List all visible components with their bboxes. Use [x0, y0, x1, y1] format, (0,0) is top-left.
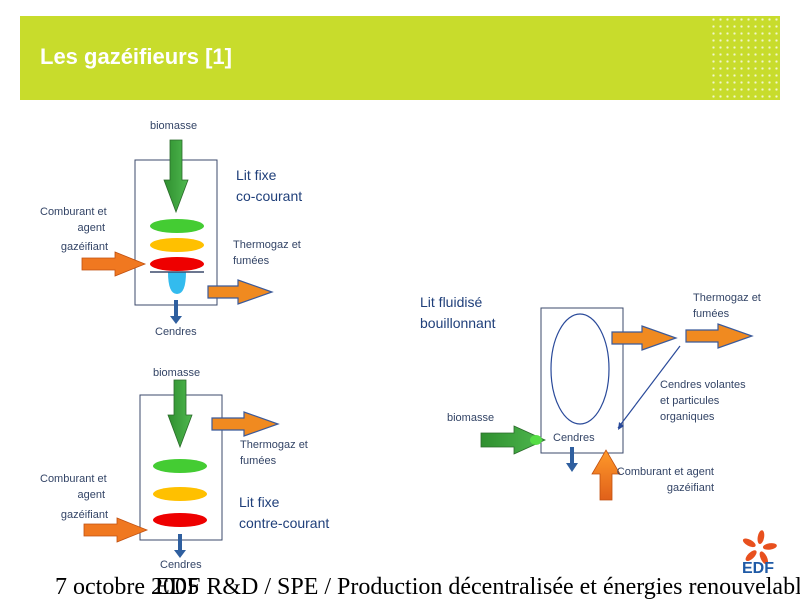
pyrolysis-zone	[150, 238, 204, 252]
oxidation-zone	[150, 257, 204, 271]
thermogaz-label-3b: fumées	[693, 308, 730, 320]
biomass-arrow	[480, 425, 546, 455]
diagram-title-1b: co-courant	[236, 188, 303, 204]
biomass-entry	[530, 435, 542, 445]
diagram-title-3b: bouillonnant	[420, 315, 496, 331]
oxidation-zone	[153, 513, 207, 527]
comburant-arrow	[83, 517, 149, 543]
diagram-title-2a: Lit fixe	[239, 494, 280, 510]
reduction-zone	[168, 272, 186, 294]
slide-title: Les gazéifieurs [1]	[40, 44, 232, 69]
logo-text: EDF	[742, 560, 774, 577]
thermogaz-arrow-2	[685, 323, 754, 349]
ash-label-2: Cendres	[160, 559, 202, 571]
thermogaz-arrow	[611, 325, 678, 351]
biomass-label-2: biomasse	[153, 367, 201, 379]
diagram-title-3a: Lit fluidisé	[420, 294, 483, 310]
ash-arrow	[174, 534, 186, 558]
footer-text: EDF R&D / SPE / Production décentralisée…	[155, 574, 800, 600]
biomass-arrow	[163, 139, 189, 214]
thermogaz-label-2b: fumées	[240, 455, 277, 467]
fluidised-bed	[550, 313, 610, 425]
drying-zone	[153, 459, 207, 473]
fly-ash-pointer	[617, 345, 681, 429]
drying-zone	[150, 219, 204, 233]
comburant-label-2c: gazéifiant	[60, 509, 108, 521]
ash-label-1: Cendres	[155, 326, 197, 338]
biomass-arrow	[167, 379, 193, 449]
title-bar: Les gazéifieurs [1]	[20, 16, 780, 100]
thermogaz-label-2a: Thermogaz et	[240, 439, 308, 451]
pyrolysis-zone	[153, 487, 207, 501]
thermogaz-arrow	[211, 411, 280, 437]
ash-arrow	[170, 300, 182, 324]
thermogaz-label-1a: Thermogaz et	[233, 239, 301, 251]
comburant-label-1c: gazéifiant	[60, 241, 108, 253]
fly-ash-label-b: et particules	[660, 395, 720, 407]
ash-arrow	[566, 447, 578, 472]
comburant-arrow	[81, 251, 147, 277]
footer-date: 7 octobre 2005	[55, 574, 199, 600]
edf-logo-icon	[742, 530, 777, 565]
diagram-title-1a: Lit fixe	[236, 167, 277, 183]
ash-label-3: Cendres	[553, 432, 595, 444]
comburant-label-1b: agent	[77, 222, 105, 234]
comburant-label-2a: Comburant et	[40, 473, 107, 485]
comburant-label-1a: Comburant et	[40, 206, 107, 218]
countercurrent-diagram	[83, 379, 280, 558]
comburant-label-2b: agent	[77, 489, 105, 501]
dot-pattern	[710, 16, 780, 100]
comburant-label-3b: gazéifiant	[666, 482, 714, 494]
fluidised-diagram	[480, 307, 754, 501]
fly-ash-label-a: Cendres volantes	[660, 379, 746, 391]
reactor-vessel	[540, 307, 624, 454]
fly-ash-label-c: organiques	[660, 411, 715, 423]
thermogaz-arrow	[207, 279, 274, 305]
comburant-label-3a: Comburant et agent	[616, 466, 714, 478]
biomass-label-1: biomasse	[150, 120, 198, 132]
comburant-arrow	[591, 449, 621, 501]
cocurrent-diagram	[81, 139, 274, 324]
biomass-label-3: biomasse	[447, 412, 495, 424]
diagram-title-2b: contre-courant	[239, 515, 330, 531]
thermogaz-label-1b: fumées	[233, 255, 270, 267]
thermogaz-label-3a: Thermogaz et	[693, 292, 761, 304]
fly-ash-pointer-head	[618, 422, 624, 430]
